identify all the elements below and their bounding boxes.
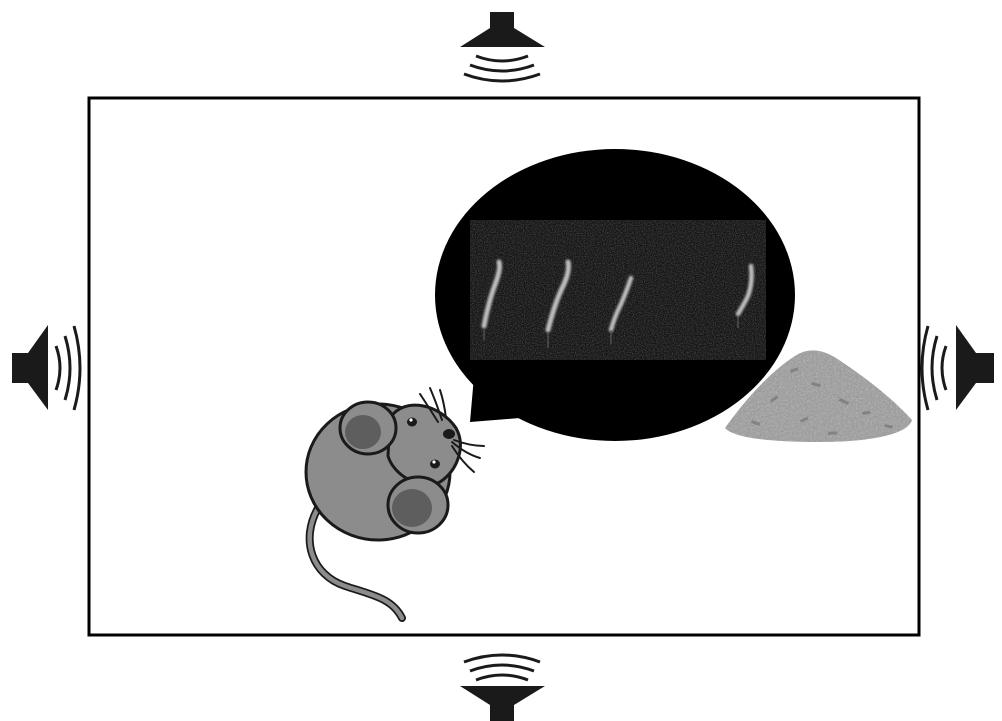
speaker-bottom-icon [460,655,545,721]
spectrogram [470,220,766,360]
speech-bubble-icon [435,149,795,441]
speaker-left-icon [12,325,80,410]
mouse-nose [443,429,455,439]
speaker-top-icon [460,12,545,81]
speaker-right-icon [922,325,994,410]
